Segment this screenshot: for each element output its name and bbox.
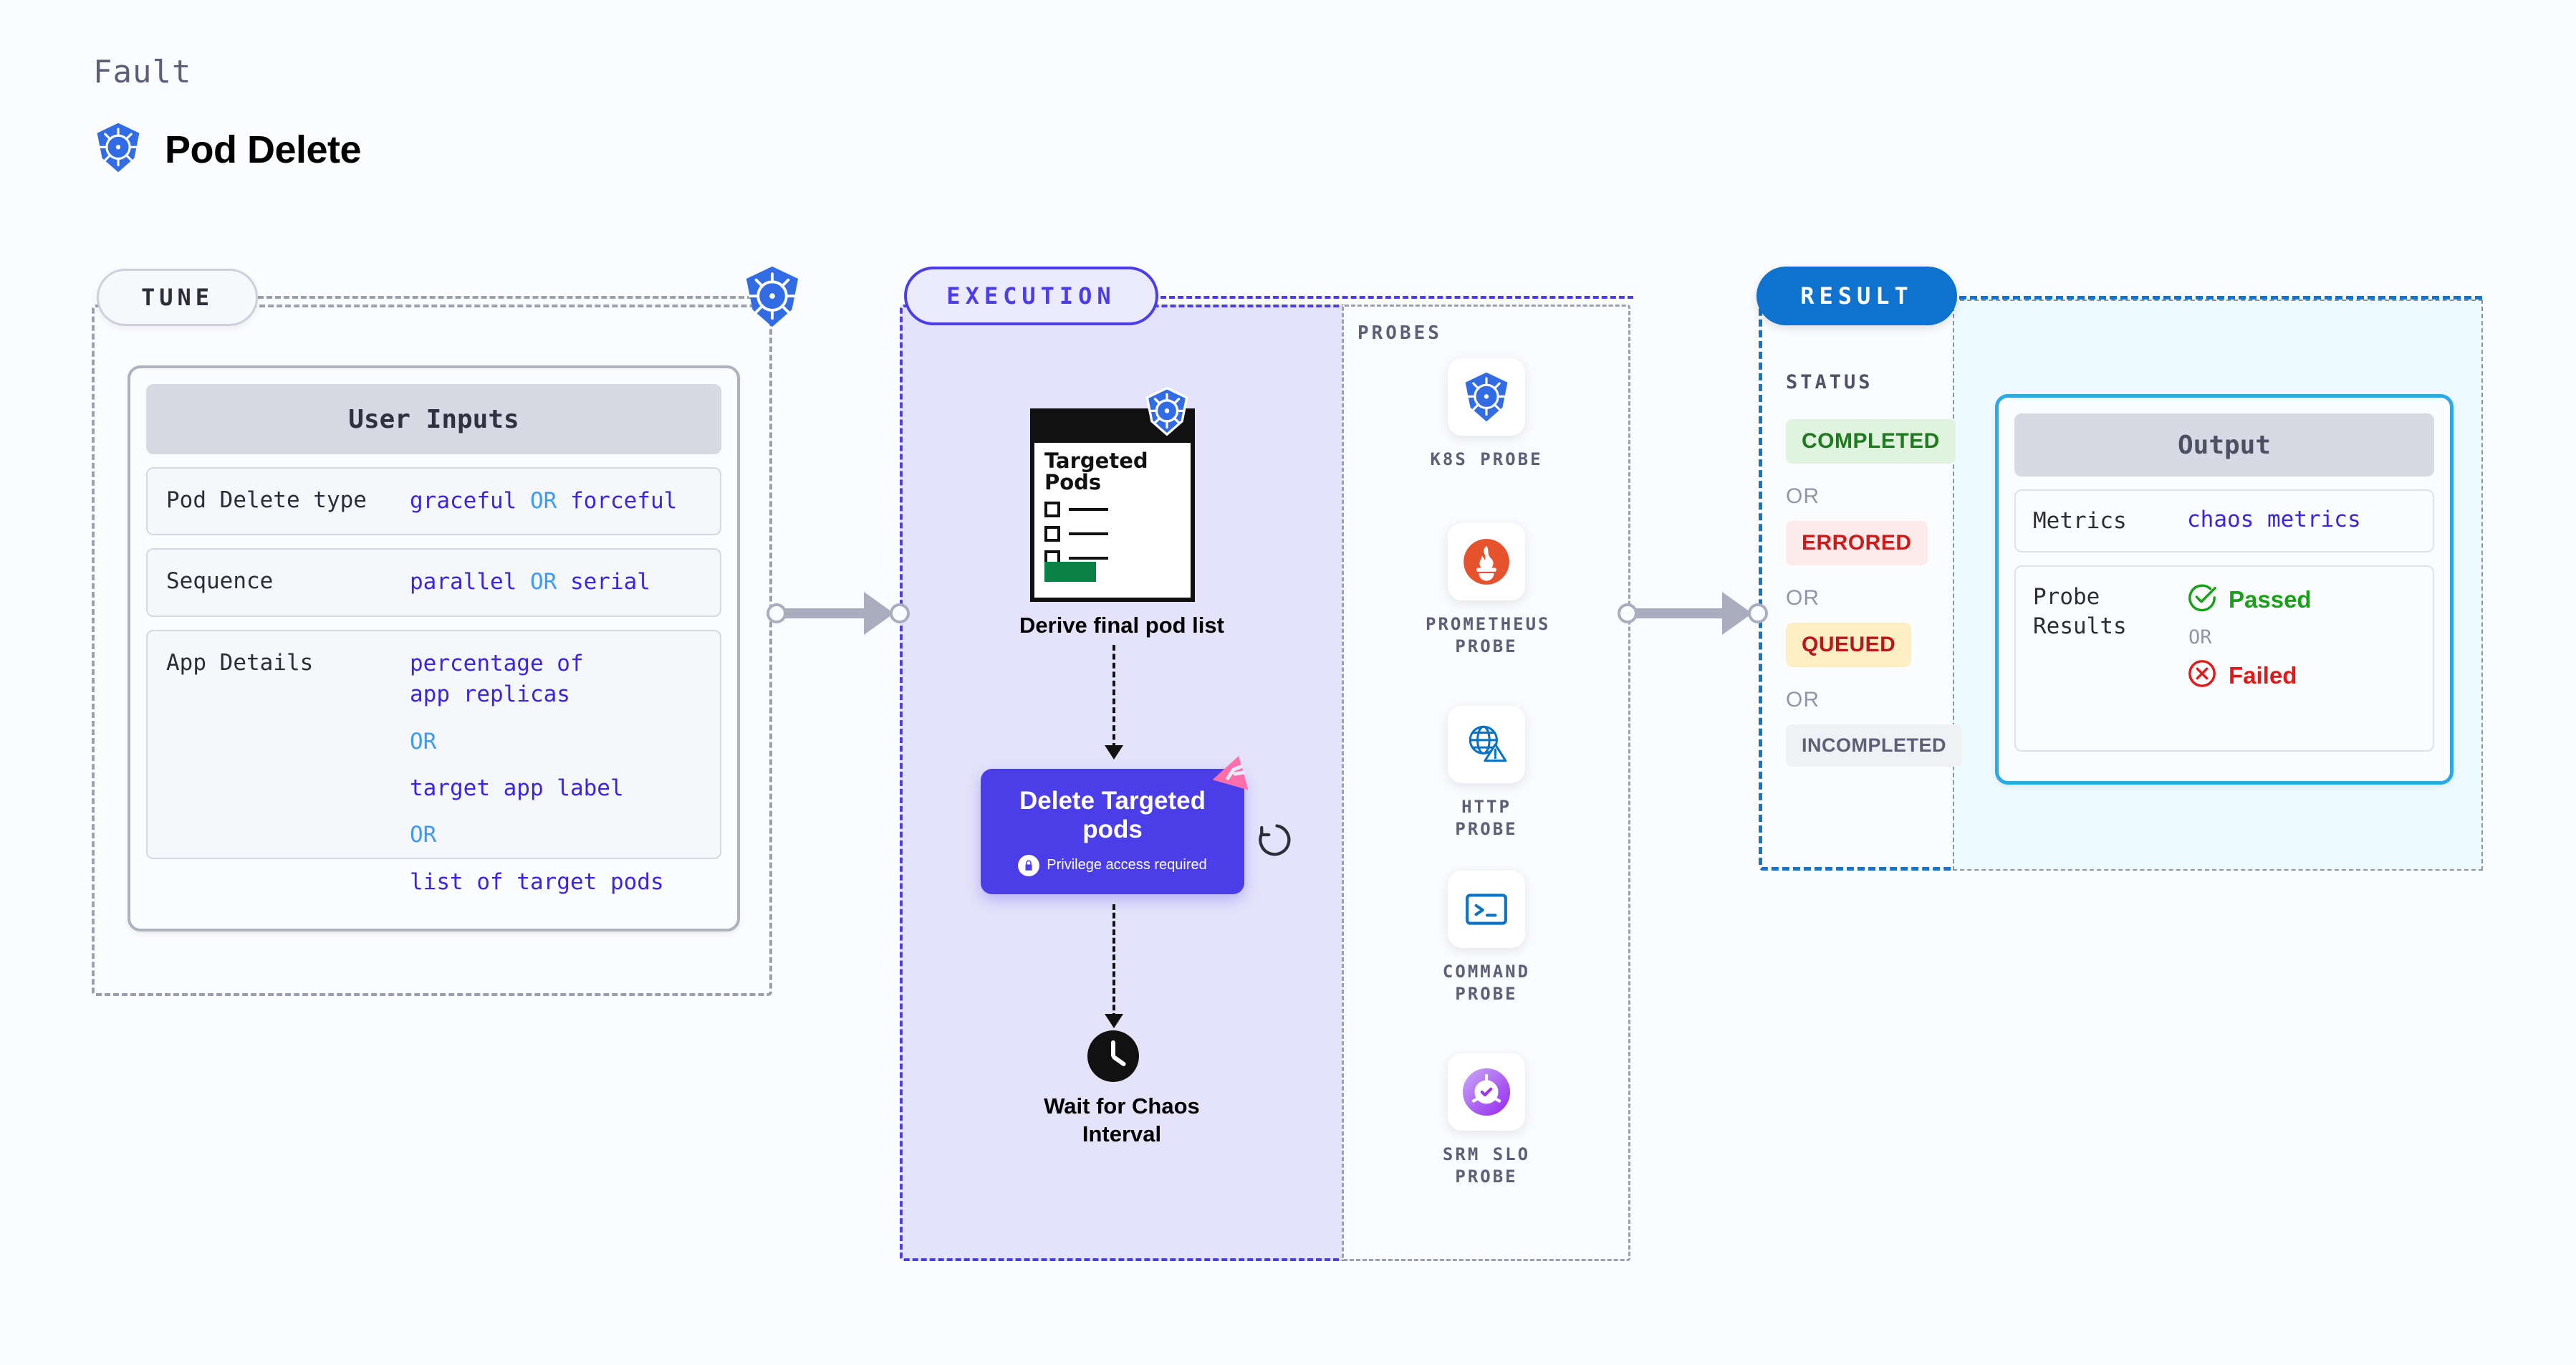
prometheus-icon bbox=[1448, 523, 1525, 600]
status-badge-incompleted: INCOMPLETED bbox=[1786, 724, 1963, 767]
page-title: Pod Delete bbox=[165, 128, 362, 171]
or-separator: OR bbox=[410, 728, 437, 755]
input-key: Sequence bbox=[166, 568, 274, 595]
output-row-probe-results[interactable]: Probe Results Passed OR Failed bbox=[2014, 565, 2434, 752]
flow-arrow-2 bbox=[1112, 904, 1115, 1019]
input-row-app-details[interactable]: App Details percentage of app replicas O… bbox=[146, 629, 721, 895]
page-title-row: Pod Delete bbox=[93, 122, 362, 177]
output-value: chaos metrics bbox=[2187, 507, 2361, 532]
connector-arrowhead bbox=[1722, 592, 1752, 635]
execution-badge-connector-line bbox=[1160, 296, 1633, 299]
doc-title-line1: Targeted bbox=[1044, 449, 1148, 473]
execution-stage-badge[interactable]: EXECUTION bbox=[904, 267, 1158, 325]
input-value: parallel OR serial bbox=[410, 569, 650, 595]
kubernetes-icon bbox=[741, 265, 803, 327]
page-eyebrow-fault: Fault bbox=[93, 54, 192, 90]
kubernetes-icon bbox=[1448, 358, 1525, 436]
input-row-pod-delete-type[interactable]: Pod Delete type graceful OR forceful bbox=[146, 467, 721, 536]
connector-execution-to-result bbox=[1618, 592, 1768, 635]
output-card: Output Metrics chaos metrics Probe Resul… bbox=[1995, 394, 2454, 785]
derive-pod-list-caption: Derive final pod list bbox=[1019, 613, 1224, 638]
delete-node-title: Delete Targeted pods bbox=[1019, 787, 1206, 843]
probe-label: HTTP PROBE bbox=[1455, 797, 1518, 840]
status-badge-errored: ERRORED bbox=[1786, 521, 1928, 565]
user-inputs-title: User Inputs bbox=[146, 384, 721, 454]
connector-bar bbox=[1633, 608, 1729, 618]
connector-dot-start bbox=[766, 603, 787, 623]
output-title: Output bbox=[2014, 413, 2434, 476]
connector-dot-end bbox=[1748, 603, 1768, 623]
failed-text: Failed bbox=[2229, 661, 2297, 689]
doc-checklist bbox=[1044, 502, 1108, 575]
targeted-pods-document-icon: Targeted Pods bbox=[1030, 408, 1195, 602]
input-key: App Details bbox=[166, 649, 314, 676]
lock-icon bbox=[1018, 854, 1040, 876]
result-stage-badge[interactable]: RESULT bbox=[1756, 267, 1957, 325]
input-value: percentage of app replicas OR target app… bbox=[410, 650, 664, 895]
probe-k8s[interactable]: K8S PROBE bbox=[1426, 358, 1547, 471]
x-circle-icon bbox=[2187, 658, 2217, 692]
output-key: Probe Results bbox=[2033, 584, 2127, 639]
check-circle-icon bbox=[2187, 583, 2217, 616]
or-separator: OR bbox=[1786, 586, 1820, 610]
result-badge-connector-line bbox=[1959, 296, 2482, 300]
input-row-sequence[interactable]: Sequence parallel OR serial bbox=[146, 548, 721, 617]
flow-arrowhead-1 bbox=[1105, 745, 1123, 760]
clock-icon bbox=[1087, 1030, 1139, 1082]
privilege-notice: Privilege access required bbox=[1018, 854, 1207, 876]
terminal-icon bbox=[1448, 871, 1525, 948]
kubernetes-icon bbox=[1143, 386, 1191, 436]
probe-result-values: Passed OR Failed bbox=[2187, 583, 2312, 692]
kubernetes-icon bbox=[93, 122, 143, 177]
probe-result-passed: Passed bbox=[2187, 583, 2312, 616]
input-value: graceful OR forceful bbox=[410, 488, 678, 514]
probe-label: K8S PROBE bbox=[1430, 449, 1543, 469]
delete-targeted-pods-node[interactable]: Delete Targeted pods Privilege access re… bbox=[981, 769, 1244, 894]
probe-result-failed: Failed bbox=[2187, 658, 2312, 692]
or-separator: OR bbox=[529, 488, 557, 514]
or-separator: OR bbox=[1786, 484, 1820, 508]
status-badge-queued: QUEUED bbox=[1786, 623, 1912, 667]
or-separator: OR bbox=[529, 569, 557, 595]
or-separator: OR bbox=[1786, 688, 1820, 712]
output-row-metrics[interactable]: Metrics chaos metrics bbox=[2014, 489, 2434, 553]
doc-green-bar bbox=[1044, 562, 1096, 582]
input-key: Pod Delete type bbox=[166, 487, 367, 513]
wait-for-chaos-caption: Wait for Chaos Interval bbox=[1044, 1093, 1200, 1146]
passed-text: Passed bbox=[2229, 585, 2312, 613]
status-badge-completed: COMPLETED bbox=[1786, 419, 1956, 464]
connector-tune-to-execution bbox=[766, 592, 910, 635]
or-separator: OR bbox=[410, 822, 437, 848]
tune-badge-connector-line bbox=[258, 296, 770, 299]
probe-http[interactable]: HTTP PROBE bbox=[1426, 706, 1547, 840]
privilege-text: Privilege access required bbox=[1047, 857, 1207, 873]
connector-arrowhead bbox=[864, 592, 894, 635]
status-label: STATUS bbox=[1786, 371, 1873, 393]
globe-warning-icon bbox=[1448, 706, 1525, 783]
connector-bar bbox=[782, 608, 871, 618]
user-inputs-card: User Inputs Pod Delete type graceful OR … bbox=[128, 365, 740, 931]
connector-dot-end bbox=[890, 603, 910, 623]
srm-slo-donut-icon bbox=[1448, 1053, 1525, 1131]
flow-arrow-1 bbox=[1112, 645, 1115, 749]
or-separator: OR bbox=[2188, 626, 2212, 649]
output-key: Metrics bbox=[2033, 508, 2127, 534]
tune-stage-container bbox=[92, 305, 772, 996]
connector-dot-start bbox=[1618, 603, 1638, 623]
flow-arrowhead-2 bbox=[1105, 1014, 1123, 1028]
retry-loop-icon bbox=[1250, 817, 1293, 860]
probes-label: PROBES bbox=[1357, 322, 1442, 344]
doc-title-line2: Pods bbox=[1044, 470, 1102, 495]
litmus-chaos-icon bbox=[1212, 752, 1255, 795]
tune-stage-badge[interactable]: TUNE bbox=[97, 269, 258, 326]
